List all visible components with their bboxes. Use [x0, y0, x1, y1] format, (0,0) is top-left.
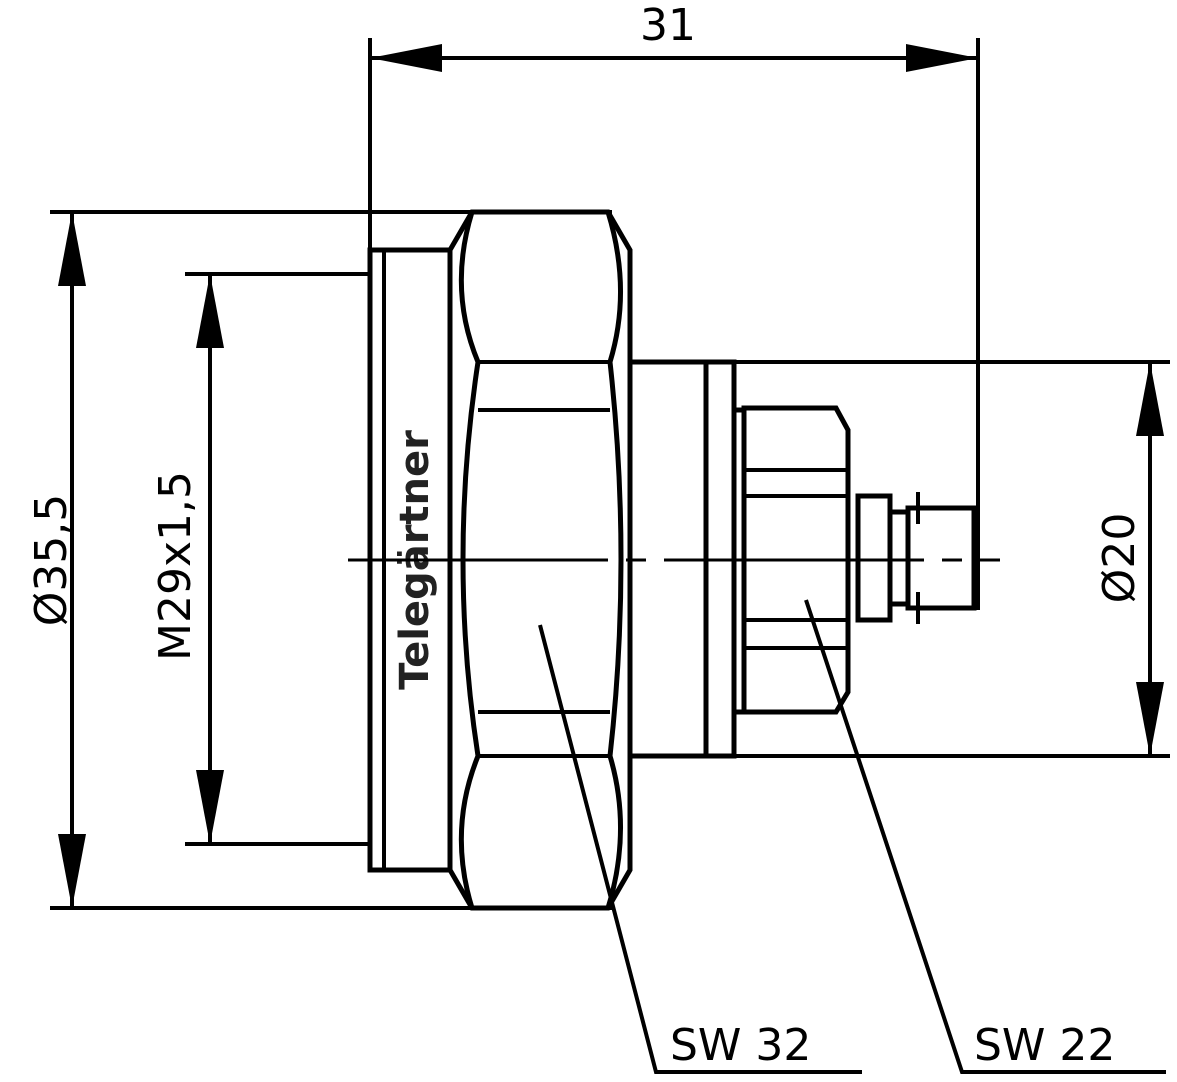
small-hex-nut: [741, 405, 851, 715]
arrow-up-icon: [1136, 362, 1164, 436]
arrow-up-icon: [58, 212, 86, 286]
arrow-left-icon: [370, 44, 442, 72]
length-dimension: 31: [368, 0, 980, 610]
small-nut-leader: SW 22: [804, 599, 1166, 1074]
arrow-down-icon: [196, 770, 224, 844]
arrow-up-icon: [196, 274, 224, 348]
length-label: 31: [640, 0, 696, 51]
contact-pin: [855, 492, 977, 624]
arrow-down-icon: [58, 834, 86, 908]
thread-label: M29x1,5: [150, 471, 201, 661]
arrow-down-icon: [1136, 682, 1164, 756]
thread-dimension: M29x1,5: [150, 272, 370, 846]
body-diameter-label: Ø20: [1094, 513, 1145, 604]
outer-diameter-label: Ø35,5: [26, 494, 77, 627]
small-nut-wrench-size: SW 22: [974, 1020, 1115, 1071]
large-nut-wrench-size: SW 32: [670, 1020, 811, 1071]
large-nut-leader: SW 32: [538, 624, 862, 1074]
arrow-right-icon: [906, 44, 978, 72]
